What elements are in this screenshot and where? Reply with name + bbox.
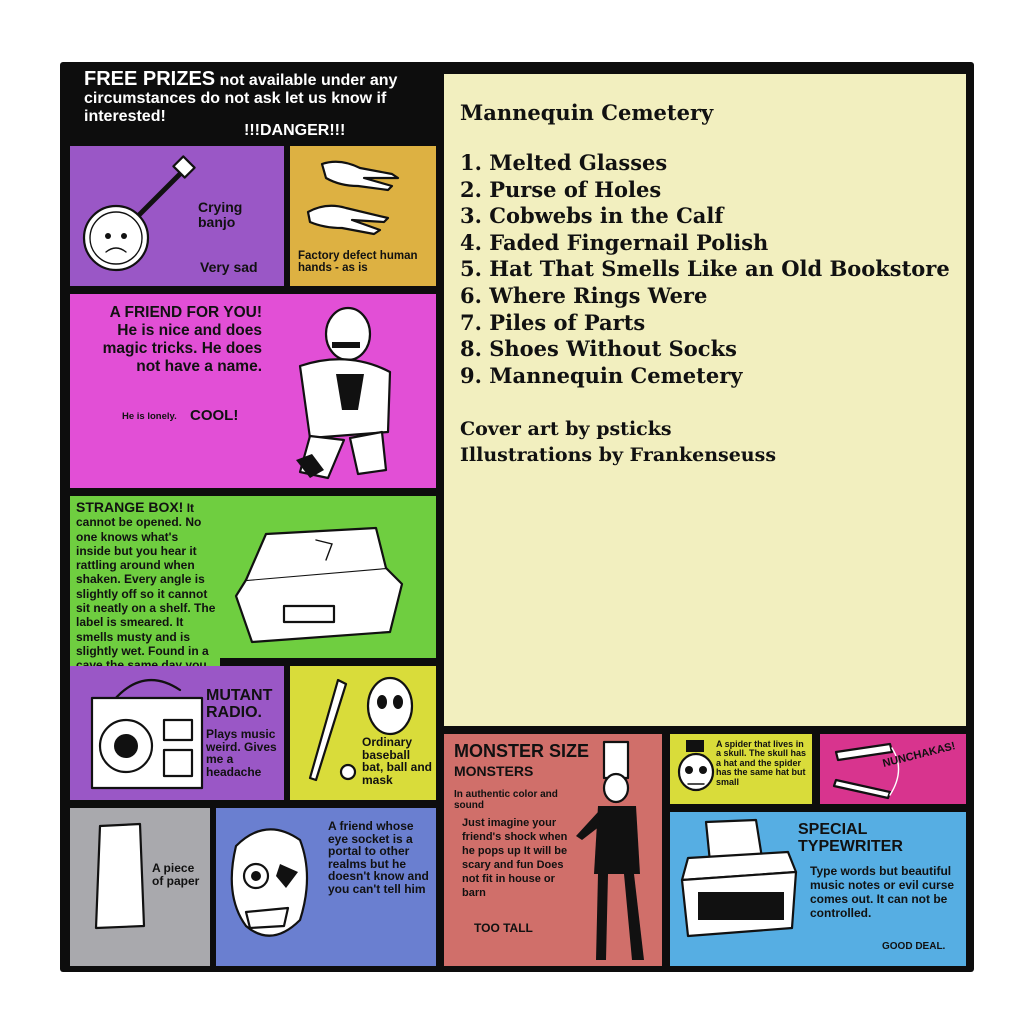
header-danger: !!!DANGER!!! [244, 122, 346, 139]
header-box: FREE PRIZES not available under any circ… [84, 68, 434, 139]
eye-friend-illustration [230, 828, 309, 937]
header-title: FREE PRIZES [84, 68, 216, 90]
header-text: not available under any circumstances do… [84, 72, 398, 125]
monster-title-main: MONSTER SIZE [454, 741, 590, 761]
hands-illustration [306, 160, 400, 236]
panel-bat: Ordinary baseball bat, ball and mask [290, 666, 436, 800]
typewriter-illustration [680, 818, 798, 938]
banjo-note: Very sad [200, 259, 258, 275]
cover-frame: FREE PRIZES not available under any circ… [60, 62, 974, 972]
bat-illustration [308, 676, 414, 782]
monster-illustration [576, 740, 644, 960]
friend-small: He is lonely. [122, 411, 177, 422]
radio-text: Plays music weird. Gives me a headache [206, 727, 277, 779]
panel-monster: MONSTER SIZE MONSTERS In authentic color… [444, 734, 662, 966]
panel-radio: MUTANT RADIO. Plays music weird. Gives m… [70, 666, 284, 800]
panel-typewriter: SPECIAL TYPEWRITER Type words but beauti… [670, 812, 966, 966]
track-item: 2. Purse of Holes [460, 176, 662, 202]
bat-text: Ordinary baseball bat, ball and mask [362, 735, 433, 787]
panel-eye-portal: A friend whose eye socket is a portal to… [216, 808, 436, 966]
friend-illustration [296, 306, 392, 480]
banjo-name: Crying banjo [198, 199, 243, 230]
monster-text: Just imagine your friend's shock when he… [462, 817, 568, 899]
friend-text: A FRIEND FOR YOU! He is nice and does ma… [102, 304, 262, 375]
box-body: It cannot be opened. No one knows what's… [76, 501, 216, 687]
box-text: STRANGE BOX! It cannot be opened. No one… [76, 500, 216, 687]
credit-illustrations: Illustrations by Frankenseuss [460, 444, 777, 466]
spider-text: A spider that lives in a skull. The skul… [716, 739, 807, 787]
panel-spider-skull: A spider that lives in a skull. The skul… [670, 734, 812, 804]
typewriter-title: SPECIAL TYPEWRITER [798, 821, 903, 855]
credit-cover-art: Cover art by psticks [460, 418, 672, 440]
panel-paper: A piece of paper [70, 808, 210, 966]
album-title: Mannequin Cemetery [460, 100, 714, 125]
box-illustration [234, 526, 404, 644]
radio-title: MUTANT RADIO. [206, 687, 273, 721]
monster-title: MONSTER SIZE MONSTERS [454, 742, 594, 780]
track-item: 7. Piles of Parts [460, 309, 646, 335]
paper-text: A piece of paper [152, 861, 200, 888]
track-item: 4. Faded Fingernail Polish [460, 229, 769, 255]
paper-illustration [94, 822, 146, 930]
panel-hands: Factory defect human hands - as is [290, 146, 436, 286]
tracklist-panel: Mannequin Cemetery 1. Melted Glasses 2. … [444, 74, 966, 726]
monster-title-sub: MONSTERS [454, 762, 534, 779]
monster-tall: TOO TALL [474, 921, 533, 935]
panel-friend: A FRIEND FOR YOU! He is nice and does ma… [70, 294, 436, 488]
credits: Cover art by psticks Illustrations by Fr… [460, 416, 776, 468]
eye-text: A friend whose eye socket is a portal to… [328, 819, 429, 896]
skull-illustration [677, 740, 715, 792]
track-item: 5. Hat That Smells Like an Old Bookstore [460, 256, 950, 282]
track-item: 9. Mannequin Cemetery [460, 362, 743, 388]
track-item: 6. Where Rings Were [460, 282, 708, 308]
typewriter-text: Type words but beautiful music notes or … [810, 864, 955, 920]
box-title: STRANGE BOX! [76, 499, 184, 515]
track-item: 1. Melted Glasses [460, 150, 668, 175]
panel-nunchaku: NUNCHAKAS! [820, 734, 966, 804]
typewriter-deal: GOOD DEAL. [882, 941, 946, 952]
panel-banjo: Crying banjo Very sad [70, 146, 284, 286]
banjo-illustration [82, 155, 196, 272]
track-item: 3. Cobwebs in the Calf [460, 203, 724, 229]
hands-text: Factory defect human hands - as is [298, 250, 418, 275]
track-list: 1. Melted Glasses 2. Purse of Holes 3. C… [460, 150, 950, 389]
monster-sub: In authentic color and sound [454, 789, 558, 811]
nunchaku-illustration [832, 742, 900, 800]
radio-illustration [90, 678, 204, 790]
friend-cool: COOL! [190, 407, 239, 424]
track-item: 8. Shoes Without Socks [460, 336, 737, 362]
